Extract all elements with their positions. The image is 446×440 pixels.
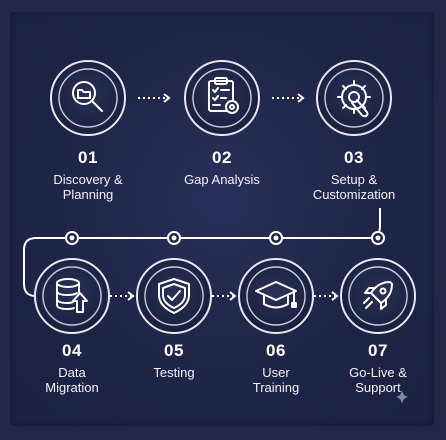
step-4-label: 04 Data Migration — [12, 341, 132, 396]
graduation-cap-icon — [255, 281, 297, 309]
arrow-6-7 — [314, 291, 339, 301]
step-number: 07 — [368, 341, 388, 360]
step-number: 04 — [62, 341, 82, 360]
step-7-label: 07 Go-Live & Support — [318, 341, 438, 396]
step-5-circle — [136, 258, 212, 334]
step-1-circle — [50, 60, 126, 136]
database-upload-icon — [56, 278, 88, 313]
step-name: Data Migration — [45, 365, 99, 395]
magnifier-folder-icon — [72, 81, 103, 112]
connector-node — [375, 235, 381, 241]
step-name: Testing — [153, 365, 195, 380]
step-3-label: 03 Setup & Customization — [294, 148, 414, 203]
connector-nodes — [65, 231, 385, 245]
arrow-2-3 — [272, 93, 305, 103]
step-3-circle — [316, 60, 392, 136]
arrow-4-5 — [110, 291, 135, 301]
step-6-circle — [238, 258, 314, 334]
step-number: 03 — [344, 148, 364, 167]
step-number: 02 — [212, 148, 232, 167]
step-6-label: 06 User Training — [216, 341, 336, 396]
step-name: User Training — [252, 365, 300, 395]
step-number: 05 — [164, 341, 184, 360]
clipboard-checklist-icon — [208, 77, 239, 114]
shield-check-icon — [158, 278, 190, 314]
connector-node — [171, 235, 177, 241]
step-name: Discovery & Planning — [53, 172, 123, 202]
step-1-label: 01 Discovery & Planning — [28, 148, 148, 203]
arrow-5-6 — [212, 291, 237, 301]
arrow-1-2 — [138, 93, 171, 103]
sparkle-icon — [396, 390, 408, 404]
step-name: Go-Live & Support — [349, 365, 407, 395]
step-name: Setup & Customization — [312, 172, 396, 202]
step-2-label: 02 Gap Analysis — [162, 148, 282, 188]
gear-wrench-icon — [337, 80, 371, 118]
connector-node — [69, 235, 75, 241]
step-4-circle — [34, 258, 110, 334]
step-number: 01 — [78, 148, 98, 167]
step-7-circle — [340, 258, 416, 334]
step-number: 06 — [266, 341, 286, 360]
step-name: Gap Analysis — [184, 172, 260, 187]
step-5-label: 05 Testing — [114, 341, 234, 381]
connector-node — [273, 235, 279, 241]
rocket-icon — [363, 281, 393, 310]
step-2-circle — [184, 60, 260, 136]
